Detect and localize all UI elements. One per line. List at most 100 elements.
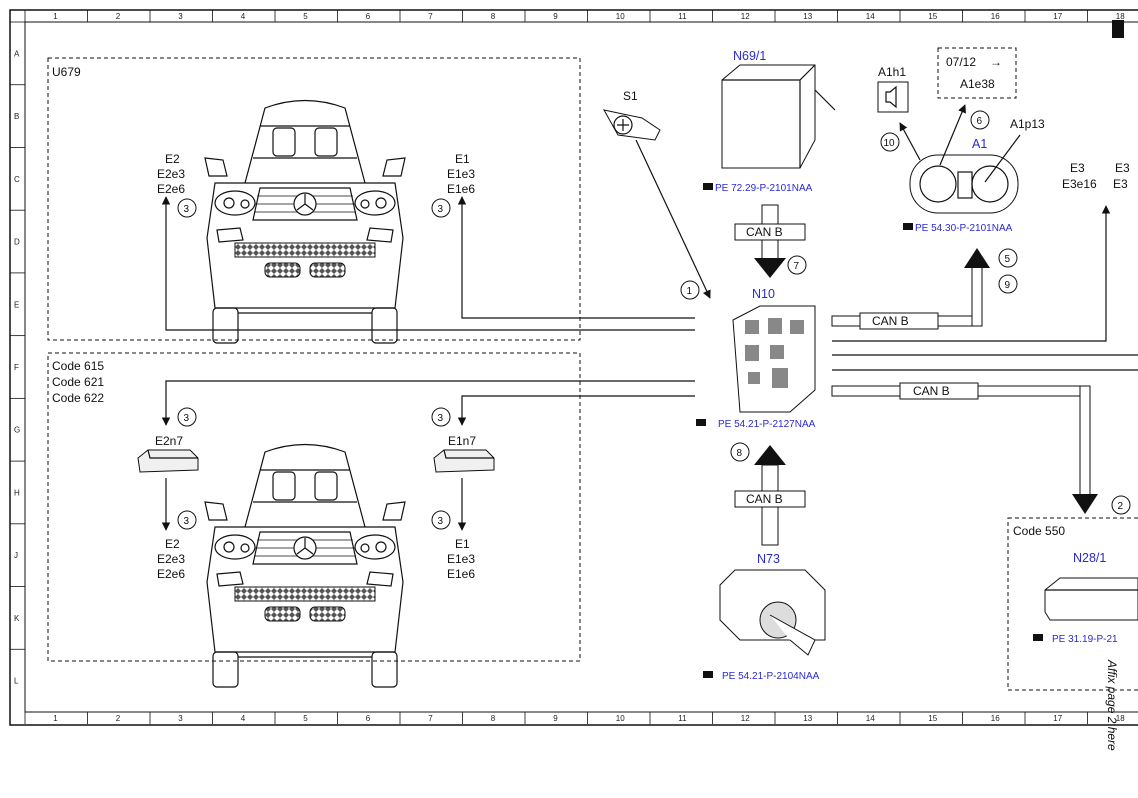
lamp-labels-right-bottom: E1 E1e3 E1e6 <box>447 537 475 581</box>
lamp-labels-left-bottom: E2 E2e3 E2e6 <box>157 537 185 581</box>
sheet-frame <box>9 9 1138 726</box>
marker-3e: 3 <box>177 510 197 530</box>
svg-text:7: 7 <box>794 261 800 272</box>
marker-1: 1 <box>680 280 700 300</box>
column-label: 16 <box>991 12 1000 21</box>
svg-text:5: 5 <box>1005 254 1011 265</box>
column-label: 7 <box>428 714 433 723</box>
ref-icon-n69 <box>703 183 713 190</box>
wire-to-e1-top <box>457 196 695 319</box>
marker-3d: 3 <box>431 407 451 427</box>
can-b-arrow-to-n28 <box>1072 494 1098 514</box>
svg-text:N69/1: N69/1 <box>733 49 766 63</box>
row-label: E <box>14 300 19 309</box>
svg-text:8: 8 <box>737 448 743 459</box>
column-label: 12 <box>741 714 750 723</box>
date-box-label: 07/12 <box>946 55 976 69</box>
row-label: J <box>14 551 18 560</box>
svg-text:A1h1: A1h1 <box>878 65 906 79</box>
column-label: 3 <box>178 714 183 723</box>
arrow-to-a1h1 <box>899 122 921 161</box>
column-label: 17 <box>1053 12 1062 21</box>
column-label: 1 <box>53 12 58 21</box>
section-code-2: Code 621 <box>52 375 104 389</box>
column-label: 6 <box>366 714 371 723</box>
marker-8: 8 <box>730 442 750 462</box>
marker-7: 7 <box>787 255 807 275</box>
arrow-right-icon: → <box>990 55 1002 69</box>
can-b-label-box-4 <box>899 382 979 400</box>
svg-text:E3: E3 <box>1070 161 1085 175</box>
svg-text:E2: E2 <box>165 537 180 551</box>
can-b-label-1: CAN B <box>746 225 783 239</box>
marker-3b: 3 <box>431 198 451 218</box>
column-label: 9 <box>553 714 558 723</box>
row-label: H <box>14 488 20 497</box>
can-b-bus-riser-n28 <box>1079 385 1091 497</box>
wire-to-e2n7 <box>161 380 695 426</box>
n69-1-reference: PE 72.29-P-2101NAA <box>715 183 813 194</box>
column-label: 14 <box>866 714 875 723</box>
row-label: F <box>14 363 19 372</box>
column-label: 10 <box>616 12 625 21</box>
svg-text:N10: N10 <box>752 287 775 301</box>
a1-reference: PE 54.30-P-2101NAA <box>915 223 1013 234</box>
svg-text:E1: E1 <box>455 537 470 551</box>
a1h1-speaker: A1h1 <box>877 65 909 113</box>
marker-5: 5 <box>998 248 1018 268</box>
column-label: 14 <box>866 12 875 21</box>
marker-10: 10 <box>880 132 900 152</box>
svg-text:3: 3 <box>438 413 444 424</box>
svg-text:3: 3 <box>184 413 190 424</box>
marker-2: 2 <box>1111 495 1131 515</box>
column-label: 13 <box>803 12 812 21</box>
svg-text:E1: E1 <box>455 152 470 166</box>
column-label: 8 <box>491 12 496 21</box>
wire-to-e2-top <box>161 196 695 331</box>
a1e38-label: A1e38 <box>960 77 995 91</box>
svg-text:N28/1: N28/1 <box>1073 551 1106 565</box>
row-label: C <box>14 175 20 184</box>
svg-text:2: 2 <box>1118 501 1124 512</box>
svg-text:E2e6: E2e6 <box>157 567 185 581</box>
arrow-to-a1e38 <box>939 104 966 166</box>
ref-icon-n73 <box>703 671 713 678</box>
svg-text:E1e3: E1e3 <box>447 167 475 181</box>
can-b-label-4: CAN B <box>913 384 950 398</box>
column-label: 1 <box>53 714 58 723</box>
column-label: 7 <box>428 12 433 21</box>
svg-text:E3: E3 <box>1115 161 1130 175</box>
column-label: 18 <box>1116 12 1125 21</box>
svg-text:1: 1 <box>687 286 693 297</box>
n73-ignition-switch: N73 PE 54.21-P-2104NAA <box>719 552 826 682</box>
svg-text:3: 3 <box>438 204 444 215</box>
marker-3c: 3 <box>177 407 197 427</box>
svg-text:3: 3 <box>184 516 190 527</box>
marker-circles: 1 2 3 3 3 3 3 3 5 6 7 8 9 10 <box>177 110 1131 530</box>
column-label: 4 <box>241 12 246 21</box>
row-label: G <box>14 426 20 435</box>
can-b-label-3: CAN B <box>872 314 909 328</box>
column-label: 16 <box>991 714 1000 723</box>
a1p13-label: A1p13 <box>1010 117 1045 131</box>
e1n7-module: E1n7 <box>433 434 495 473</box>
vehicle-front-top <box>204 99 406 344</box>
marker-9: 9 <box>998 274 1018 294</box>
section-u679 <box>47 57 581 341</box>
svg-text:S1: S1 <box>623 89 638 103</box>
can-b-label-box-3 <box>859 312 939 330</box>
can-b-arrow-down <box>754 258 786 278</box>
row-label: K <box>14 614 20 623</box>
can-b-label-box-2 <box>734 490 806 508</box>
column-label: 17 <box>1053 714 1062 723</box>
svg-text:10: 10 <box>884 138 896 149</box>
column-label: 3 <box>178 12 183 21</box>
column-label: 2 <box>116 714 121 723</box>
can-b-bus-riser-a1 <box>971 261 983 327</box>
svg-text:E2e6: E2e6 <box>157 182 185 196</box>
marker-6: 6 <box>970 110 990 130</box>
wire-to-e1n7 <box>457 395 695 426</box>
svg-text:E2n7: E2n7 <box>155 434 183 448</box>
